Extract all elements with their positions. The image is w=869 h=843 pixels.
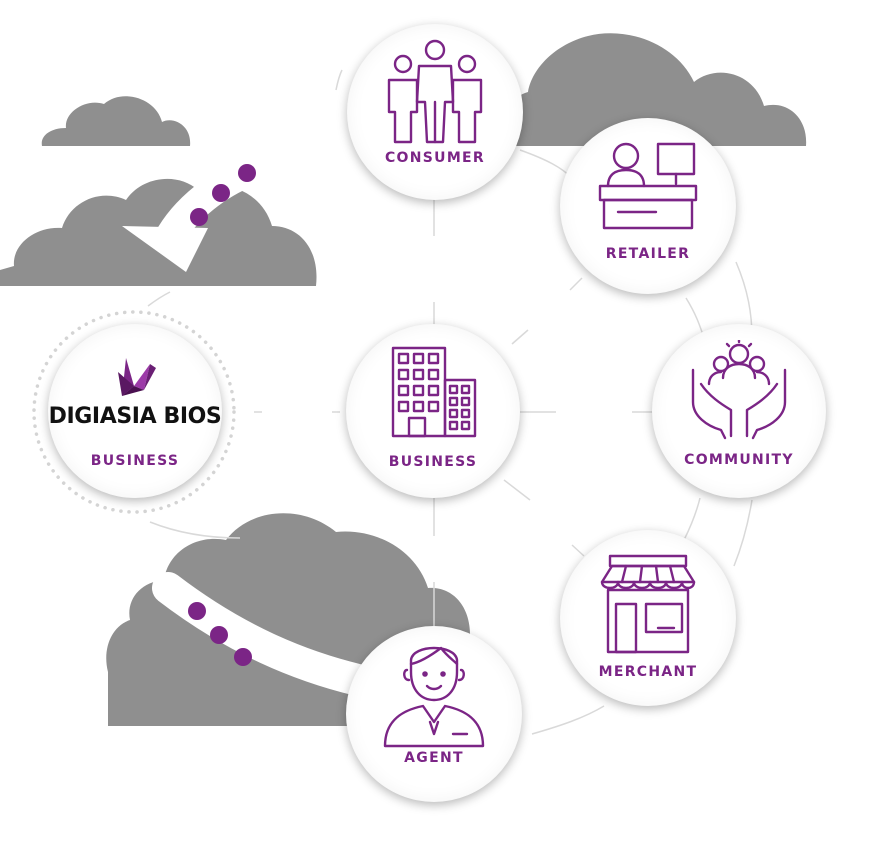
origami-crane-logo <box>118 358 156 396</box>
flow-arrow-head <box>122 226 208 272</box>
group-of-people-icon <box>387 39 483 144</box>
businessman-agent-icon <box>383 646 485 748</box>
trail-dot <box>188 602 206 620</box>
agent-node-label: AGENT <box>404 750 464 766</box>
center-node-label: BUSINESS <box>388 454 478 470</box>
community-node[interactable]: COMMUNITY <box>652 324 826 498</box>
cashier-counter-icon <box>598 142 698 230</box>
cloud-shape <box>499 33 807 147</box>
consumer-node[interactable]: CONSUMER <box>347 24 523 200</box>
trail-dot <box>238 164 256 182</box>
origin-business-node[interactable]: DIGIASIA BIOS BUSINESS <box>48 324 222 498</box>
merchant-node-label: MERCHANT <box>598 664 698 680</box>
brand-wordmark: DIGIASIA BIOS <box>48 404 222 429</box>
trail-dot <box>212 184 230 202</box>
trail-dot <box>190 208 208 226</box>
retailer-node[interactable]: RETAILER <box>560 118 736 294</box>
office-buildings-icon <box>391 346 477 438</box>
retailer-node-label: RETAILER <box>605 246 691 262</box>
consumer-node-label: CONSUMER <box>384 150 486 166</box>
dotted-ring <box>32 310 236 514</box>
trail-dot <box>234 648 252 666</box>
trail-dot <box>210 626 228 644</box>
origin-node-label: BUSINESS <box>90 453 180 469</box>
center-business-node[interactable]: BUSINESS <box>346 324 520 498</box>
community-node-label: COMMUNITY <box>684 452 794 468</box>
merchant-node[interactable]: MERCHANT <box>560 530 736 706</box>
storefront-icon <box>600 554 696 654</box>
hands-holding-people-icon <box>691 340 787 440</box>
agent-node[interactable]: AGENT <box>346 626 522 802</box>
cloud-shape <box>41 96 191 146</box>
